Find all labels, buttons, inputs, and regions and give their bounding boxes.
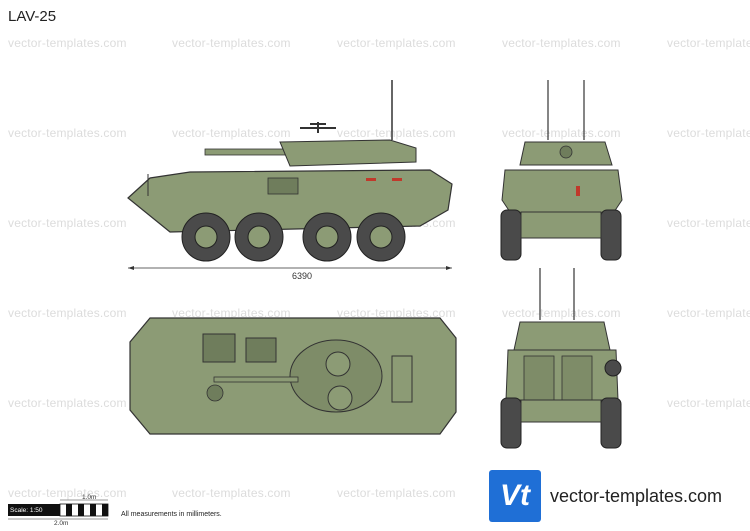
watermark: vector-templates.com [8, 216, 127, 230]
watermark: vector-templates.com [172, 486, 291, 500]
rear-view [500, 268, 622, 449]
watermark: vector-templates.com [172, 306, 291, 320]
watermark: vector-templates.com [667, 36, 750, 50]
length-dimension: 6390 [292, 271, 313, 281]
watermark: vector-templates.com [8, 36, 127, 50]
watermark: vector-templates.com [172, 126, 291, 140]
watermark: vector-templates.com [337, 306, 456, 320]
watermark: vector-templates.com [502, 126, 621, 140]
watermark: vector-templates.com [337, 36, 456, 50]
brand-site-link[interactable]: vector-templates.com [550, 486, 723, 506]
brand-logo[interactable]: Vt [489, 470, 541, 522]
watermark: vector-templates.com [502, 36, 621, 50]
scale-label: Scale: 1:50 [10, 507, 43, 514]
scale-1m-label: 1.0m [82, 494, 97, 501]
watermark: vector-templates.com [337, 486, 456, 500]
watermark: vector-templates.com [8, 126, 127, 140]
front-view [500, 80, 623, 261]
watermark: vector-templates.com [8, 396, 127, 410]
scale-2m-label: 2.0m [54, 520, 69, 527]
watermark: vector-templates.com [172, 36, 291, 50]
watermark: vector-templates.com [337, 126, 456, 140]
side-view [127, 80, 453, 270]
watermark: vector-templates.com [8, 486, 127, 500]
scale-bar [8, 499, 109, 520]
watermark: vector-templates.com [667, 396, 750, 410]
measurement-note: All measurements in millimeters. [121, 511, 222, 518]
watermark: vector-templates.com [667, 126, 750, 140]
watermark: vector-templates.com [502, 306, 621, 320]
watermark: vector-templates.com [667, 306, 750, 320]
page-title: LAV-25 [8, 8, 57, 25]
top-view [129, 317, 457, 435]
logo-text: Vt [500, 479, 530, 512]
watermark: vector-templates.com [667, 216, 750, 230]
watermark: vector-templates.com [8, 306, 127, 320]
